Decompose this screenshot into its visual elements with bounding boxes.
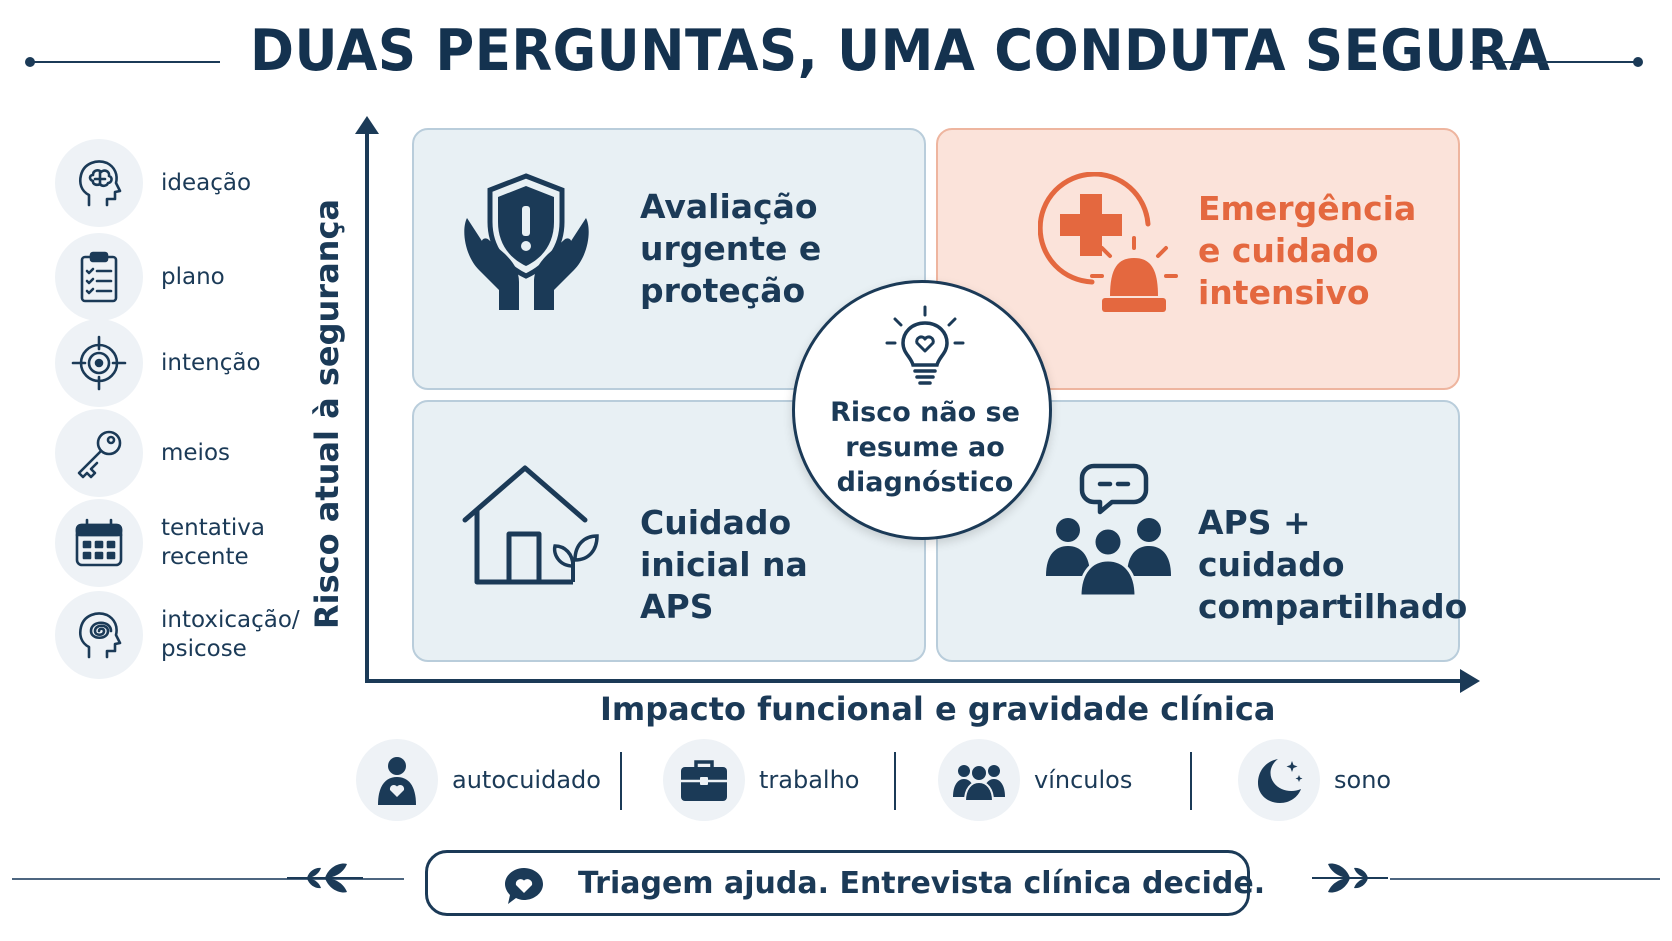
footer-rule-left <box>12 878 404 880</box>
domain-sono: sono <box>1238 738 1391 822</box>
rule-dot <box>1633 57 1643 67</box>
risk-factor-label: intoxicação/ psicose <box>161 607 300 662</box>
shield-hands-icon <box>464 173 589 310</box>
domain-label: trabalho <box>759 766 860 794</box>
y-axis-label: Risco atual à segurança <box>308 198 346 629</box>
risk-factor-label: intenção <box>161 349 261 376</box>
clipboard-checklist-icon <box>55 233 143 321</box>
domain-divider <box>1190 752 1192 810</box>
domain-divider <box>894 752 896 810</box>
leaf-sprig-icon <box>287 863 363 893</box>
heart-chat-icon <box>505 868 543 904</box>
briefcase-icon <box>663 739 745 821</box>
risk-factor-plano: plano <box>55 232 315 322</box>
footer-rule-right <box>1390 878 1660 880</box>
domain-divider <box>620 752 622 810</box>
quadrant-label: Emergência e cuidado intensivo <box>1198 189 1417 312</box>
domain-vinculos: vínculos <box>938 738 1132 822</box>
center-note-label: Risco não se resume ao diagnóstico <box>830 397 1020 498</box>
domain-trabalho: trabalho <box>663 738 860 822</box>
y-axis-arrow <box>355 116 379 134</box>
footer-callout: Triagem ajuda. Entrevista clínica decide… <box>425 850 1265 916</box>
risk-factor-ideacao: ideação <box>55 138 315 228</box>
domain-autocuidado: autocuidado <box>356 738 601 822</box>
risk-factor-meios: meios <box>55 408 315 498</box>
key-icon <box>55 409 143 497</box>
rule-dot <box>25 57 35 67</box>
quadrant-label: Cuidado inicial na APS <box>640 503 808 626</box>
brain-head-icon <box>55 139 143 227</box>
person-heart-icon <box>356 739 438 821</box>
lightbulb-heart-icon <box>885 305 965 385</box>
calendar-icon <box>55 499 143 587</box>
risk-factor-label: ideação <box>161 169 252 196</box>
medical-cross-siren-icon <box>1038 172 1178 312</box>
footer-label: Triagem ajuda. Entrevista clínica decide… <box>578 866 1266 901</box>
house-plant-icon <box>462 465 599 585</box>
risk-factor-label: tentativa recente <box>161 515 265 570</box>
group-chat-icon <box>1046 463 1171 598</box>
risk-factor-intencao: intenção <box>55 318 315 408</box>
title-rule-right <box>1470 57 1643 67</box>
x-axis-label: Impacto funcional e gravidade clínica <box>600 690 1276 728</box>
center-note: Risco não se resume ao diagnóstico <box>792 280 1052 540</box>
title-rule-left <box>25 57 220 67</box>
x-axis-arrow <box>1460 669 1480 693</box>
quadrant-label: Avaliação urgente e proteção <box>640 187 822 310</box>
moon-stars-icon <box>1238 739 1320 821</box>
people-group-icon <box>938 739 1020 821</box>
leaf-sprig-icon <box>1312 863 1388 893</box>
risk-factor-tentativa: tentativa recente <box>55 498 315 588</box>
domain-label: sono <box>1334 766 1392 794</box>
risk-factor-label: meios <box>161 439 230 466</box>
quadrant-label: APS + cuidado compartilhado <box>1198 503 1468 626</box>
domain-label: autocuidado <box>452 766 601 794</box>
tangled-mind-head-icon <box>55 591 143 679</box>
page-title: DUAS PERGUNTAS, UMA CONDUTA SEGURA <box>250 18 1551 84</box>
domain-label: vínculos <box>1034 766 1133 794</box>
risk-factor-intoxicacao: intoxicação/ psicose <box>55 590 315 680</box>
target-icon <box>55 319 143 407</box>
risk-factor-label: plano <box>161 263 225 290</box>
